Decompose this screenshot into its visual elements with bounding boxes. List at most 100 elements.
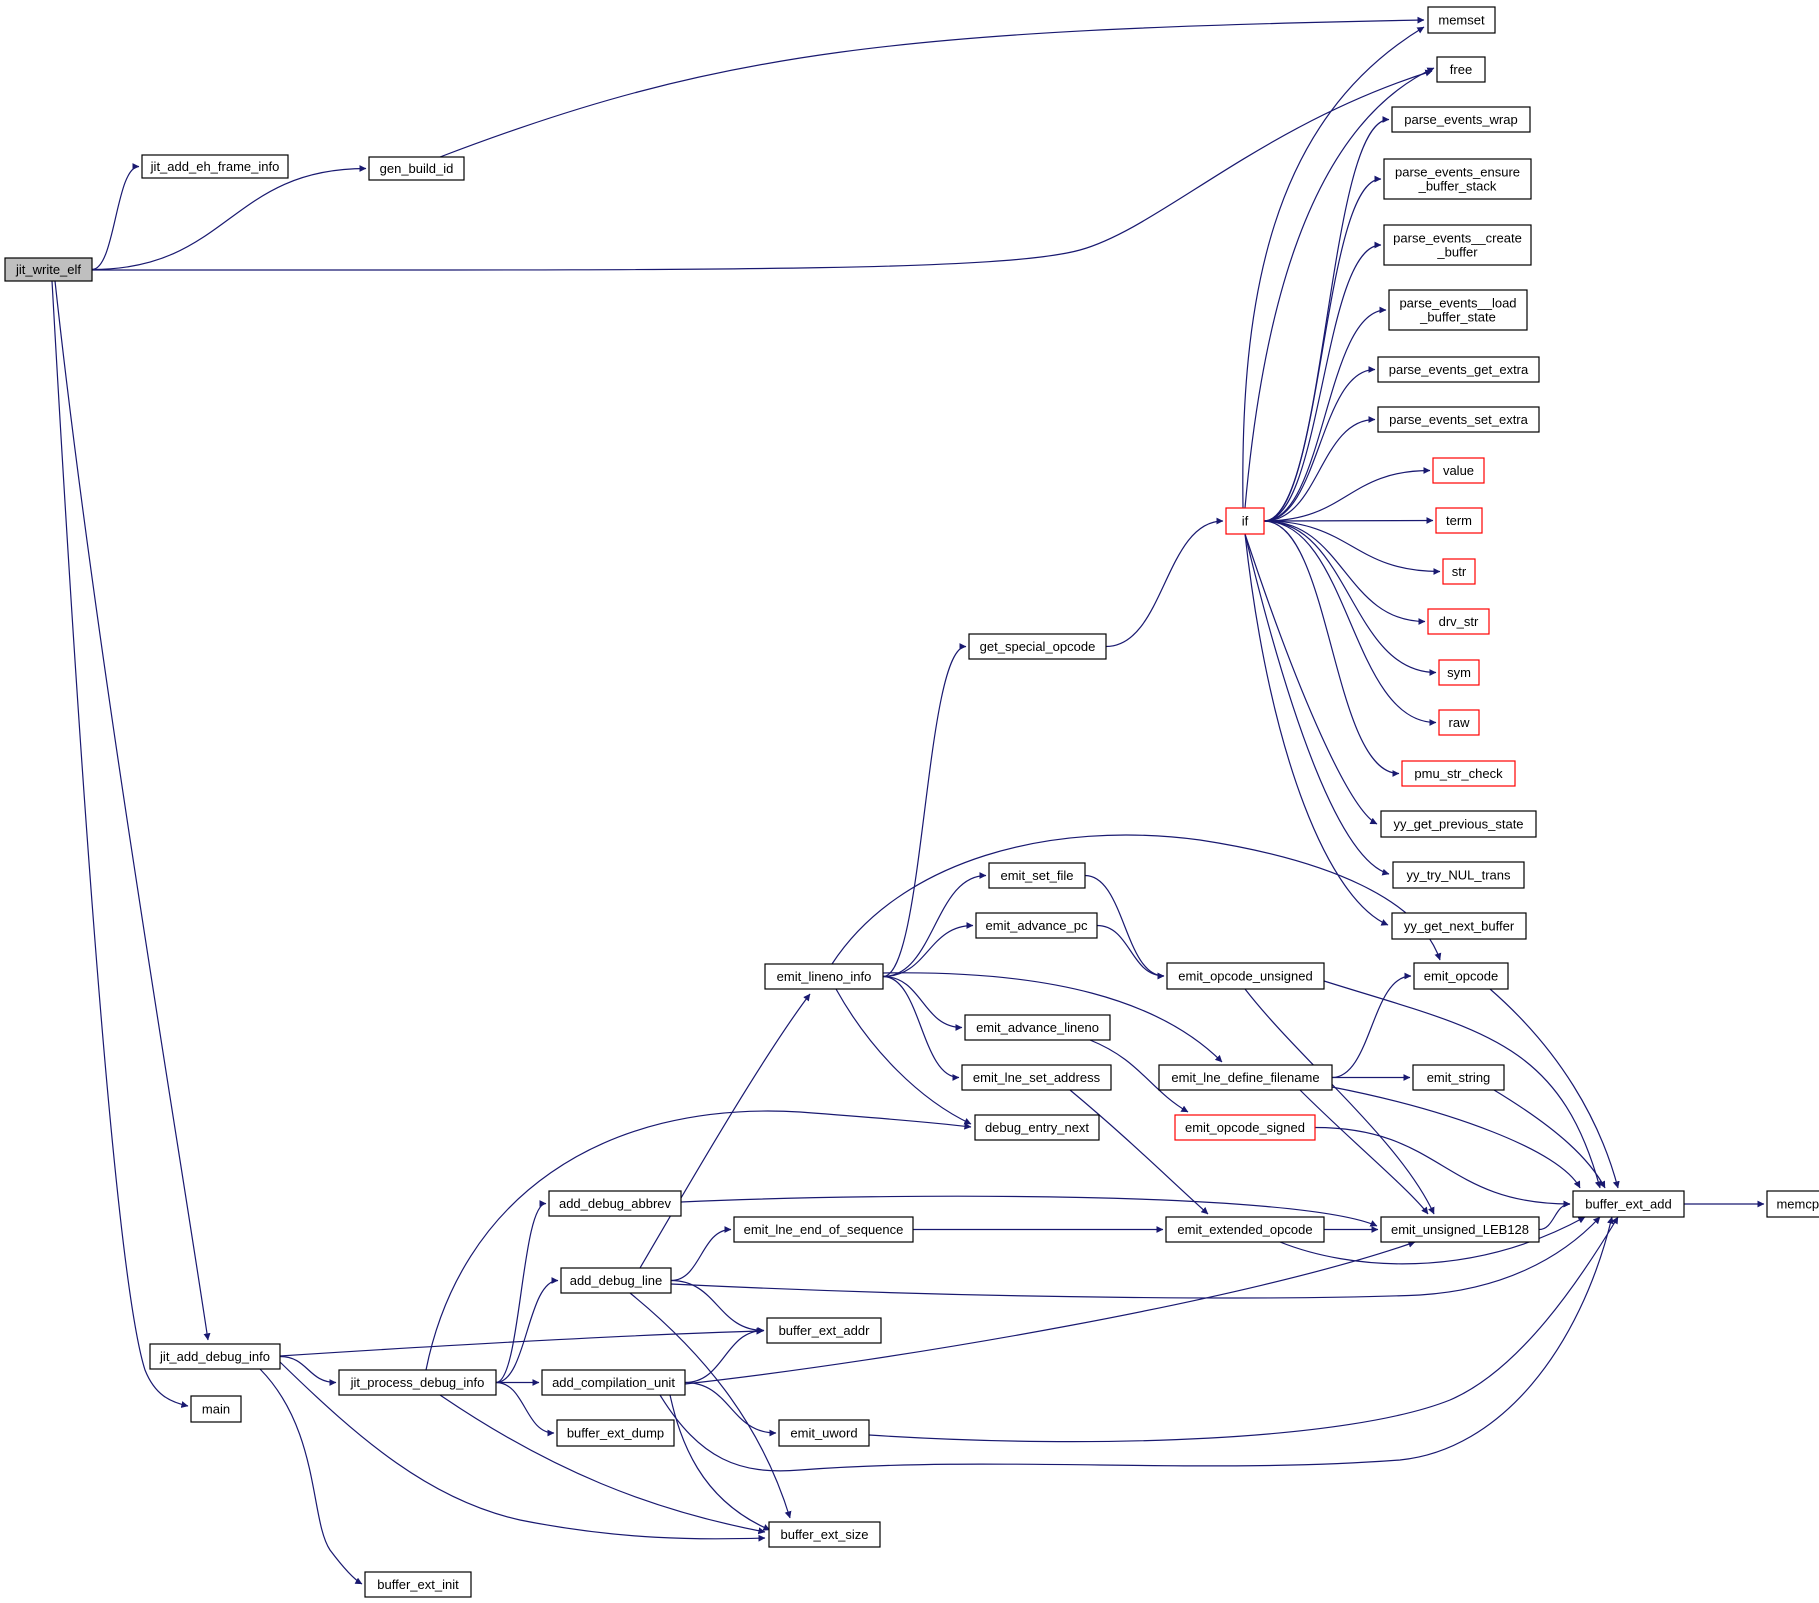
node-emit-uword[interactable]: emit_uword	[778, 1419, 870, 1447]
node-box[interactable]	[556, 1419, 675, 1447]
node-add-debug-line[interactable]: add_debug_line	[560, 1267, 672, 1294]
node-yy-get-previous-state[interactable]: yy_get_previous_state	[1380, 810, 1537, 838]
node-box[interactable]	[778, 1419, 870, 1447]
node-jit-write-elf[interactable]: jit_write_elf	[4, 257, 93, 282]
node-term[interactable]: term	[1435, 507, 1483, 534]
node-memcpy[interactable]: memcpy	[1766, 1190, 1819, 1218]
node-memset[interactable]: memset	[1427, 6, 1496, 34]
node-drv-str[interactable]: drv_str	[1427, 608, 1490, 635]
node-box[interactable]	[1380, 1216, 1540, 1243]
node-yy-try-NUL-trans[interactable]: yy_try_NUL_trans	[1392, 861, 1525, 889]
node-emit-set-file[interactable]: emit_set_file	[988, 862, 1086, 889]
node-box[interactable]	[364, 1571, 472, 1598]
node-box[interactable]	[1380, 810, 1537, 838]
node-box[interactable]	[1432, 457, 1485, 484]
node-box[interactable]	[1391, 912, 1527, 940]
node-value[interactable]: value	[1432, 457, 1485, 484]
node-box[interactable]	[1388, 289, 1528, 331]
node-emit-lne-set-address[interactable]: emit_lne_set_address	[961, 1064, 1112, 1091]
node-box[interactable]	[1391, 106, 1531, 133]
node-box[interactable]	[766, 1317, 882, 1344]
node-box[interactable]	[975, 912, 1098, 939]
node-box[interactable]	[1383, 158, 1532, 200]
node-box[interactable]	[368, 156, 465, 181]
node-gen-build-id[interactable]: gen_build_id	[368, 156, 465, 181]
node-str[interactable]: str	[1442, 558, 1476, 585]
node-box[interactable]	[988, 862, 1086, 889]
node-box[interactable]	[541, 1369, 686, 1396]
node-box[interactable]	[964, 1014, 1111, 1041]
node-emit-string[interactable]: emit_string	[1412, 1064, 1505, 1091]
node-emit-opcode-signed[interactable]: emit_opcode_signed	[1174, 1114, 1316, 1141]
node-box[interactable]	[1436, 56, 1486, 83]
node-box[interactable]	[1165, 1216, 1325, 1243]
node-emit-extended-opcode[interactable]: emit_extended_opcode	[1165, 1216, 1325, 1243]
node-box[interactable]	[1158, 1064, 1333, 1091]
node-box[interactable]	[974, 1114, 1100, 1141]
node-parse-events--load-buffer-state[interactable]: parse_events__load_buffer_state	[1388, 289, 1528, 331]
node-box[interactable]	[968, 633, 1107, 660]
node-add-debug-abbrev[interactable]: add_debug_abbrev	[548, 1190, 682, 1217]
node-emit-lineno-info[interactable]: emit_lineno_info	[764, 963, 884, 990]
node-box[interactable]	[1438, 659, 1480, 686]
node-parse-events-get-extra[interactable]: parse_events_get_extra	[1377, 356, 1540, 383]
node-box[interactable]	[1427, 608, 1490, 635]
node-buffer-ext-dump[interactable]: buffer_ext_dump	[556, 1419, 675, 1447]
node-box[interactable]	[768, 1521, 881, 1548]
node-box[interactable]	[1383, 224, 1532, 266]
node-box[interactable]	[1401, 760, 1516, 787]
node-box[interactable]	[141, 154, 289, 179]
node-emit-advance-pc[interactable]: emit_advance_pc	[975, 912, 1098, 939]
node-if[interactable]: if	[1225, 507, 1265, 535]
node-yy-get-next-buffer[interactable]: yy_get_next_buffer	[1391, 912, 1527, 940]
node-raw[interactable]: raw	[1438, 709, 1480, 736]
node-box[interactable]	[338, 1369, 497, 1396]
node-buffer-ext-addr[interactable]: buffer_ext_addr	[766, 1317, 882, 1344]
node-emit-lne-define-filename[interactable]: emit_lne_define_filename	[1158, 1064, 1333, 1091]
node-box[interactable]	[548, 1190, 682, 1217]
node-emit-lne-end-of-sequence[interactable]: emit_lne_end_of_sequence	[733, 1216, 914, 1243]
node-box[interactable]	[733, 1216, 914, 1243]
node-box[interactable]	[4, 257, 93, 282]
node-box[interactable]	[1412, 1064, 1505, 1091]
node-box[interactable]	[1377, 406, 1540, 433]
node-box[interactable]	[1435, 507, 1483, 534]
node-box[interactable]	[1427, 6, 1496, 34]
node-box[interactable]	[764, 963, 884, 990]
node-get-special-opcode[interactable]: get_special_opcode	[968, 633, 1107, 660]
node-box[interactable]	[190, 1395, 242, 1423]
node-box[interactable]	[1392, 861, 1525, 889]
node-box[interactable]	[961, 1064, 1112, 1091]
node-parse-events-ensure-buffer-stack[interactable]: parse_events_ensure_buffer_stack	[1383, 158, 1532, 200]
node-parse-events-set-extra[interactable]: parse_events_set_extra	[1377, 406, 1540, 433]
node-box[interactable]	[1377, 356, 1540, 383]
node-box[interactable]	[1174, 1114, 1316, 1141]
node-emit-advance-lineno[interactable]: emit_advance_lineno	[964, 1014, 1111, 1041]
node-add-compilation-unit[interactable]: add_compilation_unit	[541, 1369, 686, 1396]
node-box[interactable]	[560, 1267, 672, 1294]
node-box[interactable]	[1766, 1190, 1819, 1218]
node-buffer-ext-init[interactable]: buffer_ext_init	[364, 1571, 472, 1598]
node-debug-entry-next[interactable]: debug_entry_next	[974, 1114, 1100, 1141]
node-buffer-ext-size[interactable]: buffer_ext_size	[768, 1521, 881, 1548]
node-main[interactable]: main	[190, 1395, 242, 1423]
node-emit-opcode[interactable]: emit_opcode	[1413, 962, 1509, 990]
node-buffer-ext-add[interactable]: buffer_ext_add	[1572, 1190, 1685, 1218]
node-box[interactable]	[1442, 558, 1476, 585]
node-jit-process-debug-info[interactable]: jit_process_debug_info	[338, 1369, 497, 1396]
node-box[interactable]	[149, 1343, 281, 1370]
node-emit-opcode-unsigned[interactable]: emit_opcode_unsigned	[1166, 962, 1325, 990]
node-box[interactable]	[1438, 709, 1480, 736]
node-box[interactable]	[1572, 1190, 1685, 1218]
node-box[interactable]	[1413, 962, 1509, 990]
node-parse-events--create-buffer[interactable]: parse_events__create_buffer	[1383, 224, 1532, 266]
node-free[interactable]: free	[1436, 56, 1486, 83]
node-box[interactable]	[1225, 507, 1265, 535]
node-pmu-str-check[interactable]: pmu_str_check	[1401, 760, 1516, 787]
node-box[interactable]	[1166, 962, 1325, 990]
node-jit-add-debug-info[interactable]: jit_add_debug_info	[149, 1343, 281, 1370]
node-emit-unsigned-LEB128[interactable]: emit_unsigned_LEB128	[1380, 1216, 1540, 1243]
node-sym[interactable]: sym	[1438, 659, 1480, 686]
node-parse-events-wrap[interactable]: parse_events_wrap	[1391, 106, 1531, 133]
node-jit-add-eh-frame-info[interactable]: jit_add_eh_frame_info	[141, 154, 289, 179]
